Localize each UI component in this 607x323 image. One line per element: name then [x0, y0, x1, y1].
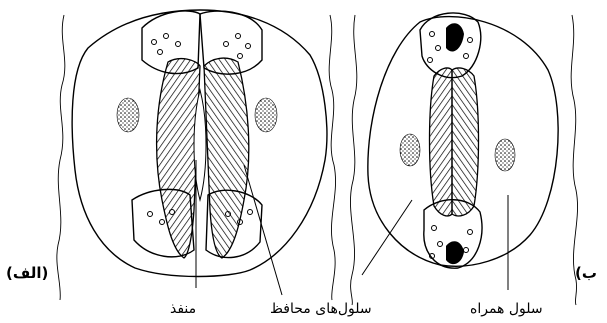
guard-cells-label: سلول‌های محافظ [270, 301, 372, 317]
panel-b-label: (ب [575, 264, 597, 282]
cell-wall-right-a [329, 15, 335, 300]
panel-b-stoma [350, 13, 577, 305]
nucleus-left-b [400, 134, 420, 166]
guard-cell-leader-a [244, 165, 282, 295]
nucleus-left-a [117, 98, 139, 132]
cell-wall-right-b [571, 15, 577, 305]
nucleus-right-a [255, 98, 277, 132]
nucleus-right-b [495, 139, 515, 171]
companion-cell-label: سلول همراه [470, 301, 543, 317]
guard-cell-left-b [430, 68, 453, 216]
cell-wall-left-b [350, 15, 356, 305]
panel-a-label: (الف) [6, 264, 48, 282]
guard-cell-left-a [157, 59, 200, 258]
guard-cell-right-a [204, 58, 249, 258]
guard-cell-right-b [452, 68, 479, 216]
pore-label: منفذ [170, 301, 196, 317]
cell-wall-left-a [57, 15, 65, 300]
guard-cell-leader-b [362, 200, 412, 275]
